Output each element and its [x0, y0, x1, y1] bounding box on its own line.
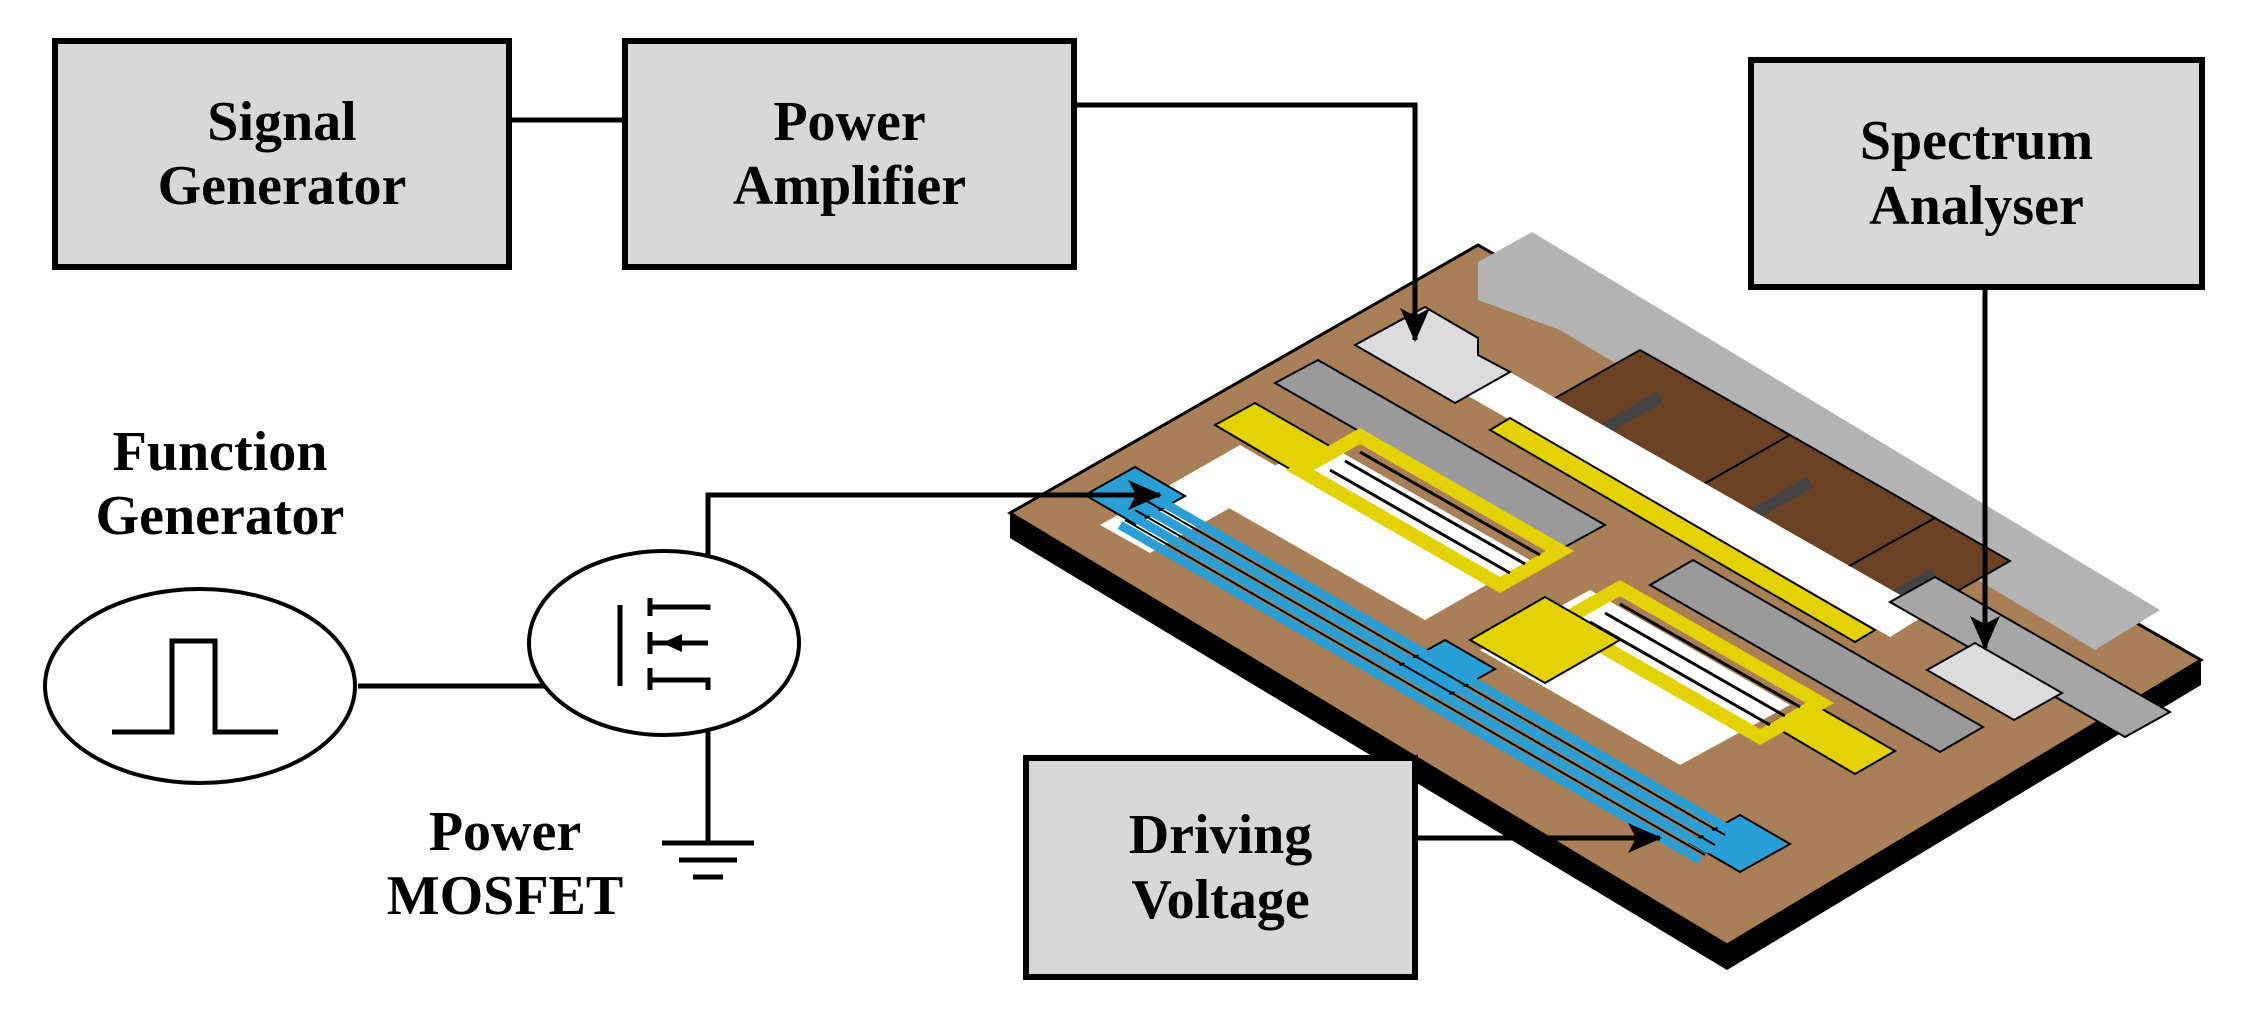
driving-voltage-label: Driving Voltage — [1128, 804, 1313, 931]
wire-amplifier-to-device — [1077, 102, 1430, 342]
wires — [358, 102, 2000, 853]
yellow-comb-frame-2 — [1545, 579, 1835, 746]
signal-generator-label: Signal Generator — [157, 90, 407, 217]
blue-beams — [1117, 491, 1733, 864]
output-pad — [1924, 641, 2065, 722]
spectrum-analyser-label: Spectrum Analyser — [1859, 110, 2094, 237]
driving-voltage-block: Driving Voltage — [1023, 755, 1418, 980]
yellow-spine — [1488, 416, 1877, 644]
blue-beam-gaps — [1124, 499, 1726, 856]
mosfet-symbol — [527, 549, 801, 737]
cavity-right — [1440, 355, 1930, 637]
substrate-side-right — [1727, 660, 2201, 970]
gray-electrode-lower — [1648, 558, 1985, 754]
power-amplifier-block: Power Amplifier — [622, 38, 1077, 270]
gray-band — [1478, 232, 2160, 650]
input-pad — [1352, 305, 1513, 405]
mems-device — [1007, 232, 2204, 970]
cavity-upper — [1215, 440, 1530, 620]
function-generator-label: Function Generator — [95, 421, 345, 548]
yellow-comb-fingers — [1329, 450, 1801, 727]
power-mosfet-label: Power MOSFET — [386, 801, 624, 928]
spectrum-analyser-block: Spectrum Analyser — [1748, 57, 2205, 290]
signal-generator-block: Signal Generator — [52, 38, 512, 270]
pulse-waveform-icon — [112, 638, 278, 735]
ground-icon — [662, 840, 754, 880]
substrate-side-left — [1010, 513, 1727, 970]
power-amplifier-label: Power Amplifier — [732, 90, 967, 217]
yellow-comb-frame-1 — [1285, 427, 1575, 594]
function-generator-symbol — [43, 587, 357, 785]
